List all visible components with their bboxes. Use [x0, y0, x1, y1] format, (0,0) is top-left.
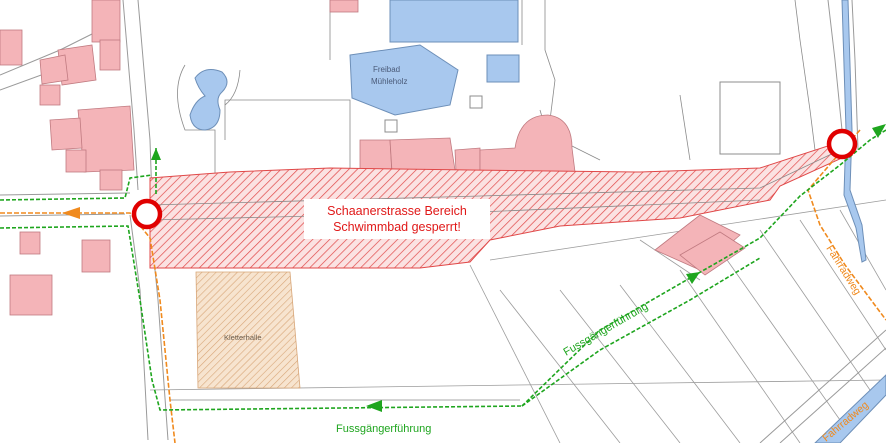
footpath-arrow-east [872, 124, 886, 138]
label-kletterhalle: Kletterhalle [224, 333, 262, 342]
footpath-arrow-west [366, 400, 382, 412]
canal-southeast [814, 374, 886, 443]
buildings [0, 0, 746, 316]
footpath [0, 124, 886, 412]
label-freibad-line2: Mühleholz [371, 77, 407, 86]
label-freibad-line1: Freibad [373, 65, 400, 74]
label-footpath-bottom: Fussgängerführung [336, 423, 431, 435]
closure-marker-west [131, 198, 163, 230]
pool-main [389, 0, 519, 43]
stream-east [841, 0, 867, 263]
closure-notice-line1: Schaanerstrasse Bereich [327, 204, 467, 218]
bike-path-arrow-west [62, 207, 80, 219]
label-bikepath-upper: Fahrradweg [823, 243, 863, 297]
pool-freibad [349, 44, 459, 116]
closure-notice: Schaanerstrasse Bereich Schwimmbad gespe… [304, 199, 490, 239]
pools [189, 0, 520, 131]
closure-notice-line2: Schwimmbad gesperrt! [333, 220, 461, 234]
footpath-arrow-north [151, 148, 161, 160]
pool-small [486, 54, 520, 83]
footpath-arrow-ne [686, 272, 700, 284]
pool-curved [189, 69, 228, 131]
closure-marker-east [826, 128, 858, 160]
outline-buildings [384, 81, 781, 155]
climbing-hall-area [195, 271, 301, 389]
